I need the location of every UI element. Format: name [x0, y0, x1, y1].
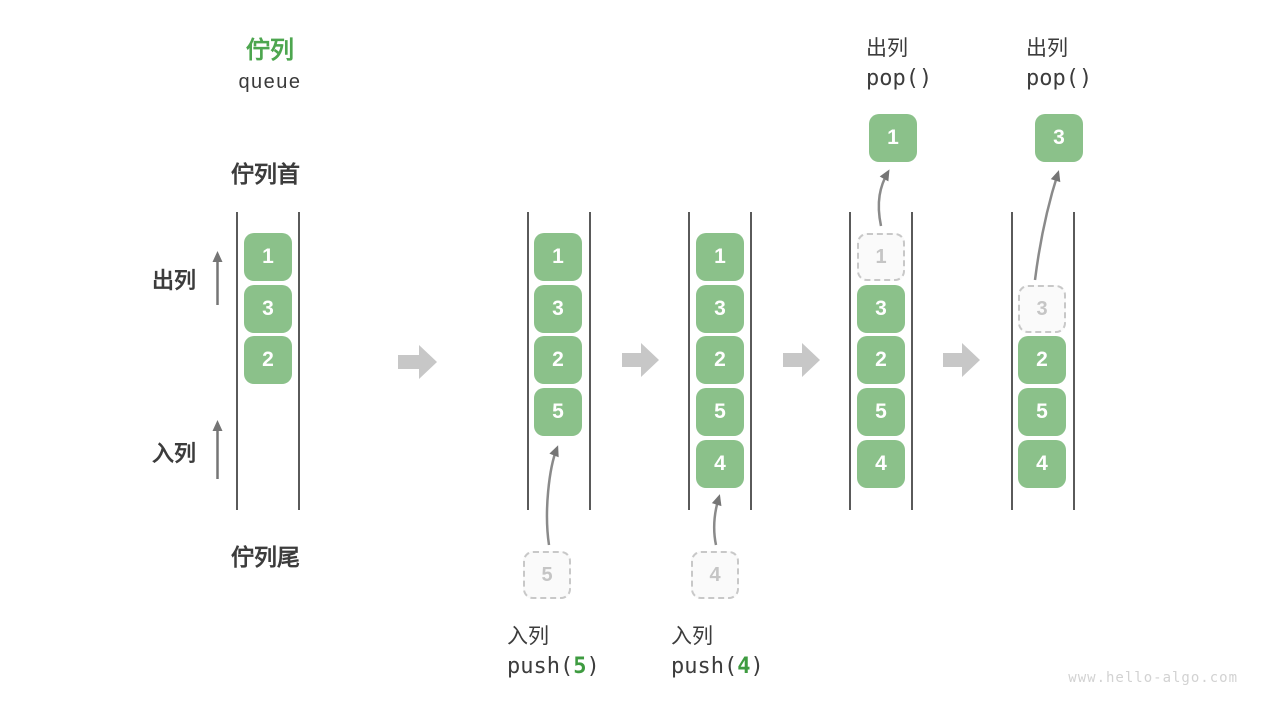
queue4-element: 2: [857, 336, 905, 384]
queue2-enqueue-label: 入列: [507, 625, 549, 648]
push-close: ): [750, 654, 764, 679]
queue4-element: 3: [857, 285, 905, 333]
queue4-wall-right: [911, 212, 913, 510]
dequeue-side-label: 出列: [152, 268, 197, 293]
queue4-pop-op: pop(): [866, 66, 933, 91]
queue1-wall-right: [298, 212, 300, 510]
queue5-removed-ghost: 3: [1018, 285, 1066, 333]
queue4-popped-element: 1: [869, 114, 917, 162]
pop3-arrow: [1033, 170, 1061, 281]
queue2-element: 5: [534, 388, 582, 436]
queue1-element: 1: [244, 233, 292, 281]
queue4-dequeue-label: 出列: [866, 37, 908, 60]
queue5-wall-left: [1011, 212, 1013, 510]
queue5-element: 5: [1018, 388, 1066, 436]
queue5-dequeue-label: 出列: [1026, 37, 1068, 60]
enqueue-side-label: 入列: [152, 441, 197, 466]
push5-arrow: [545, 445, 559, 546]
queue3-wall-right: [750, 212, 752, 510]
queue5-element: 4: [1018, 440, 1066, 488]
queue2-element: 2: [534, 336, 582, 384]
queue2-push-op: push(5): [507, 654, 600, 679]
push-close: ): [586, 654, 600, 679]
queue2-element: 3: [534, 285, 582, 333]
queue4-element: 4: [857, 440, 905, 488]
queue3-element: 3: [696, 285, 744, 333]
transition-arrow-2: [622, 343, 659, 377]
push-fn: push(: [671, 654, 738, 679]
queue2-wall-left: [527, 212, 529, 510]
queue4-wall-left: [849, 212, 851, 510]
queue-front-label: 佇列首: [231, 161, 300, 187]
queue3-element: 1: [696, 233, 744, 281]
push-arg: 5: [573, 654, 587, 679]
queue4-removed-ghost: 1: [857, 233, 905, 281]
queue2-incoming-ghost: 5: [523, 551, 571, 599]
transition-arrow-4: [943, 343, 980, 377]
transition-arrow-1: [398, 345, 437, 379]
push4-arrow: [711, 494, 722, 546]
queue-rear-label: 佇列尾: [231, 544, 300, 570]
queue5-wall-right: [1073, 212, 1075, 510]
queue1-wall-left: [236, 212, 238, 510]
push-fn: push(: [507, 654, 574, 679]
queue3-push-op: push(4): [671, 654, 764, 679]
watermark: www.hello-algo.com: [1068, 670, 1238, 686]
queue2-element: 1: [534, 233, 582, 281]
queue4-element: 5: [857, 388, 905, 436]
queue5-pop-op: pop(): [1026, 66, 1093, 91]
queue5-popped-element: 3: [1035, 114, 1083, 162]
queue3-enqueue-label: 入列: [671, 625, 713, 648]
transition-arrow-3: [783, 343, 820, 377]
push-arg: 4: [737, 654, 751, 679]
queue1-element: 3: [244, 285, 292, 333]
queue5-element: 2: [1018, 336, 1066, 384]
queue1-element: 2: [244, 336, 292, 384]
queue3-element: 5: [696, 388, 744, 436]
queue2-wall-right: [589, 212, 591, 510]
queue3-incoming-ghost: 4: [691, 551, 739, 599]
diagram-title-en: queue: [238, 71, 302, 93]
queue3-wall-left: [688, 212, 690, 510]
queue3-element: 2: [696, 336, 744, 384]
queue3-element: 4: [696, 440, 744, 488]
pop1-arrow: [877, 169, 890, 227]
diagram-title-zh: 佇列: [246, 37, 294, 64]
